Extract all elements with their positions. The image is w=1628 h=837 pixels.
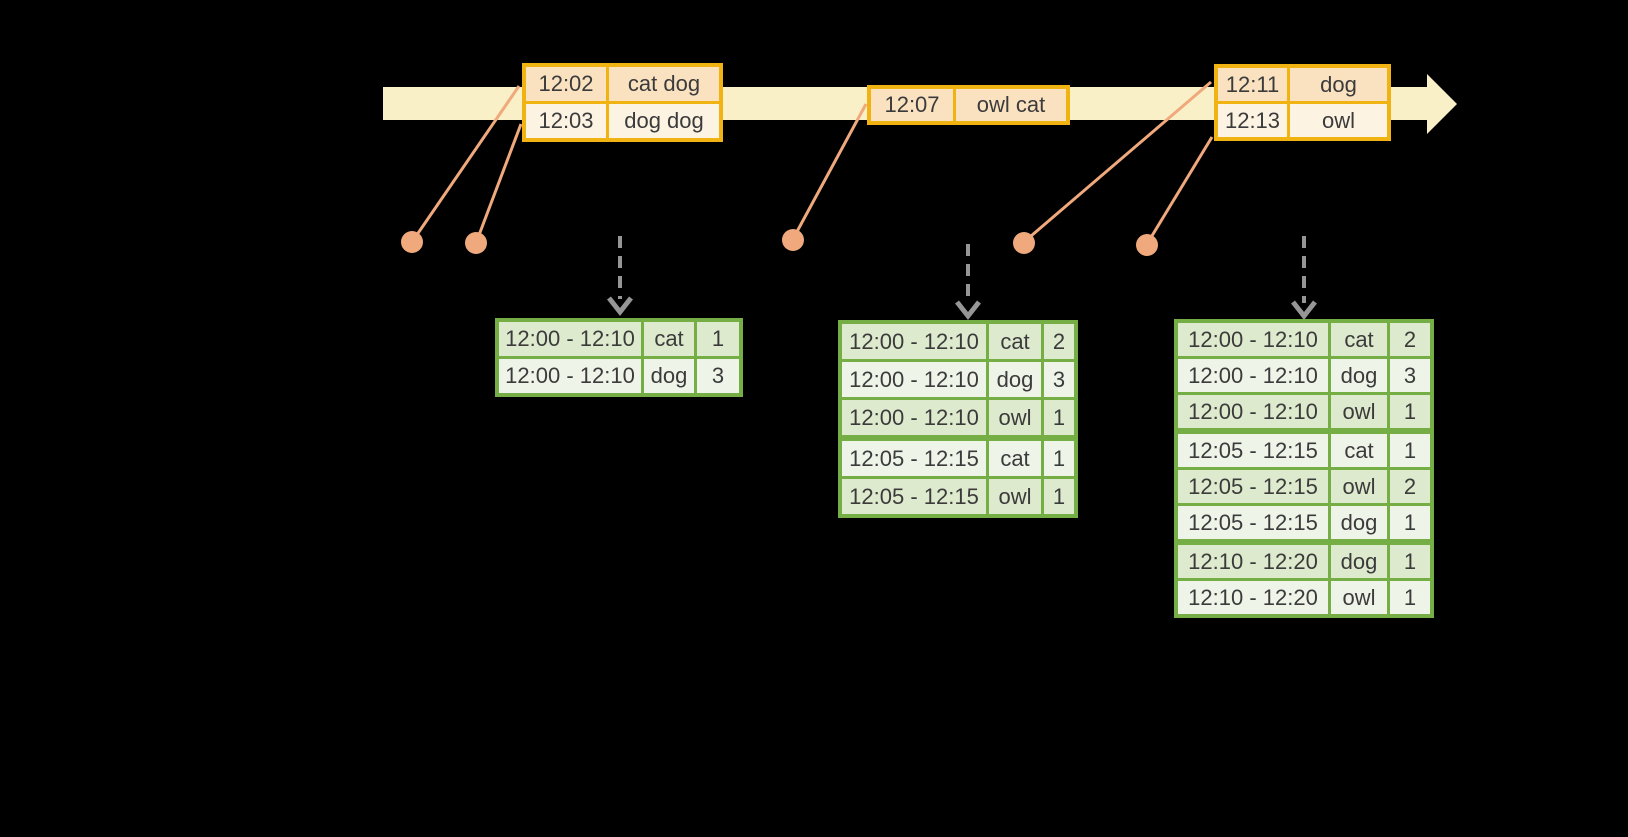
event-dot-icon xyxy=(782,229,804,251)
window-cell: 12:05 - 12:15 xyxy=(842,441,986,476)
event-words-cell: owl xyxy=(1290,104,1387,137)
window-cell: 12:00 - 12:10 xyxy=(842,400,986,435)
word-cell: cat xyxy=(989,441,1041,476)
word-cell: owl xyxy=(989,479,1041,514)
event-connector-line xyxy=(791,103,868,240)
event-words-cell: cat dog xyxy=(609,67,719,101)
event-time-cell: 12:07 xyxy=(871,89,953,121)
count-cell: 1 xyxy=(1044,400,1074,435)
event-connector-line xyxy=(1145,136,1214,245)
count-cell: 2 xyxy=(1390,323,1430,356)
event-dot-icon xyxy=(465,232,487,254)
event-words-cell: dog xyxy=(1290,68,1387,101)
word-cell: dog xyxy=(1331,545,1387,578)
event-connector-line xyxy=(474,123,523,244)
word-cell: cat xyxy=(989,324,1041,359)
window-cell: 12:05 - 12:15 xyxy=(1178,506,1328,539)
event-dot-icon xyxy=(401,231,423,253)
word-cell: dog xyxy=(989,362,1041,397)
count-cell: 1 xyxy=(697,322,739,356)
event-time-cell: 12:13 xyxy=(1218,104,1287,137)
event-words-cell: owl cat xyxy=(956,89,1066,121)
window-cell: 12:00 - 12:10 xyxy=(499,322,641,356)
window-cell: 12:00 - 12:10 xyxy=(842,324,986,359)
window-cell: 12:00 - 12:10 xyxy=(499,359,641,393)
word-cell: cat xyxy=(644,322,694,356)
count-cell: 1 xyxy=(1390,545,1430,578)
count-cell: 1 xyxy=(1390,395,1430,428)
window-cell: 12:00 - 12:10 xyxy=(1178,323,1328,356)
count-cell: 1 xyxy=(1044,479,1074,514)
count-cell: 1 xyxy=(1390,581,1430,614)
window-cell: 12:00 - 12:10 xyxy=(1178,359,1328,392)
word-cell: cat xyxy=(1331,434,1387,467)
count-cell: 3 xyxy=(697,359,739,393)
window-cell: 12:10 - 12:20 xyxy=(1178,545,1328,578)
word-cell: owl xyxy=(1331,470,1387,503)
event-words-cell: dog dog xyxy=(609,104,719,138)
window-cell: 12:05 - 12:15 xyxy=(842,479,986,514)
event-dot-icon xyxy=(1013,232,1035,254)
word-cell: dog xyxy=(1331,359,1387,392)
count-cell: 2 xyxy=(1390,470,1430,503)
count-cell: 3 xyxy=(1044,362,1074,397)
event-time-cell: 12:02 xyxy=(526,67,606,101)
event-dot-icon xyxy=(1136,234,1158,256)
trigger-arrowhead-icon xyxy=(955,300,981,321)
count-cell: 1 xyxy=(1390,434,1430,467)
trigger-arrowhead-icon xyxy=(1291,300,1317,321)
count-cell: 1 xyxy=(1044,441,1074,476)
window-cell: 12:00 - 12:10 xyxy=(842,362,986,397)
count-cell: 2 xyxy=(1044,324,1074,359)
window-cell: 12:10 - 12:20 xyxy=(1178,581,1328,614)
event-time-cell: 12:11 xyxy=(1218,68,1287,101)
word-cell: owl xyxy=(989,400,1041,435)
trigger-arrowhead-icon xyxy=(607,296,633,317)
event-time-cell: 12:03 xyxy=(526,104,606,138)
count-cell: 1 xyxy=(1390,506,1430,539)
word-cell: owl xyxy=(1331,395,1387,428)
window-cell: 12:00 - 12:10 xyxy=(1178,395,1328,428)
timeline-arrowhead-icon xyxy=(1427,74,1457,134)
word-cell: dog xyxy=(644,359,694,393)
word-cell: cat xyxy=(1331,323,1387,356)
window-cell: 12:05 - 12:15 xyxy=(1178,470,1328,503)
window-cell: 12:05 - 12:15 xyxy=(1178,434,1328,467)
count-cell: 3 xyxy=(1390,359,1430,392)
word-cell: owl xyxy=(1331,581,1387,614)
word-cell: dog xyxy=(1331,506,1387,539)
